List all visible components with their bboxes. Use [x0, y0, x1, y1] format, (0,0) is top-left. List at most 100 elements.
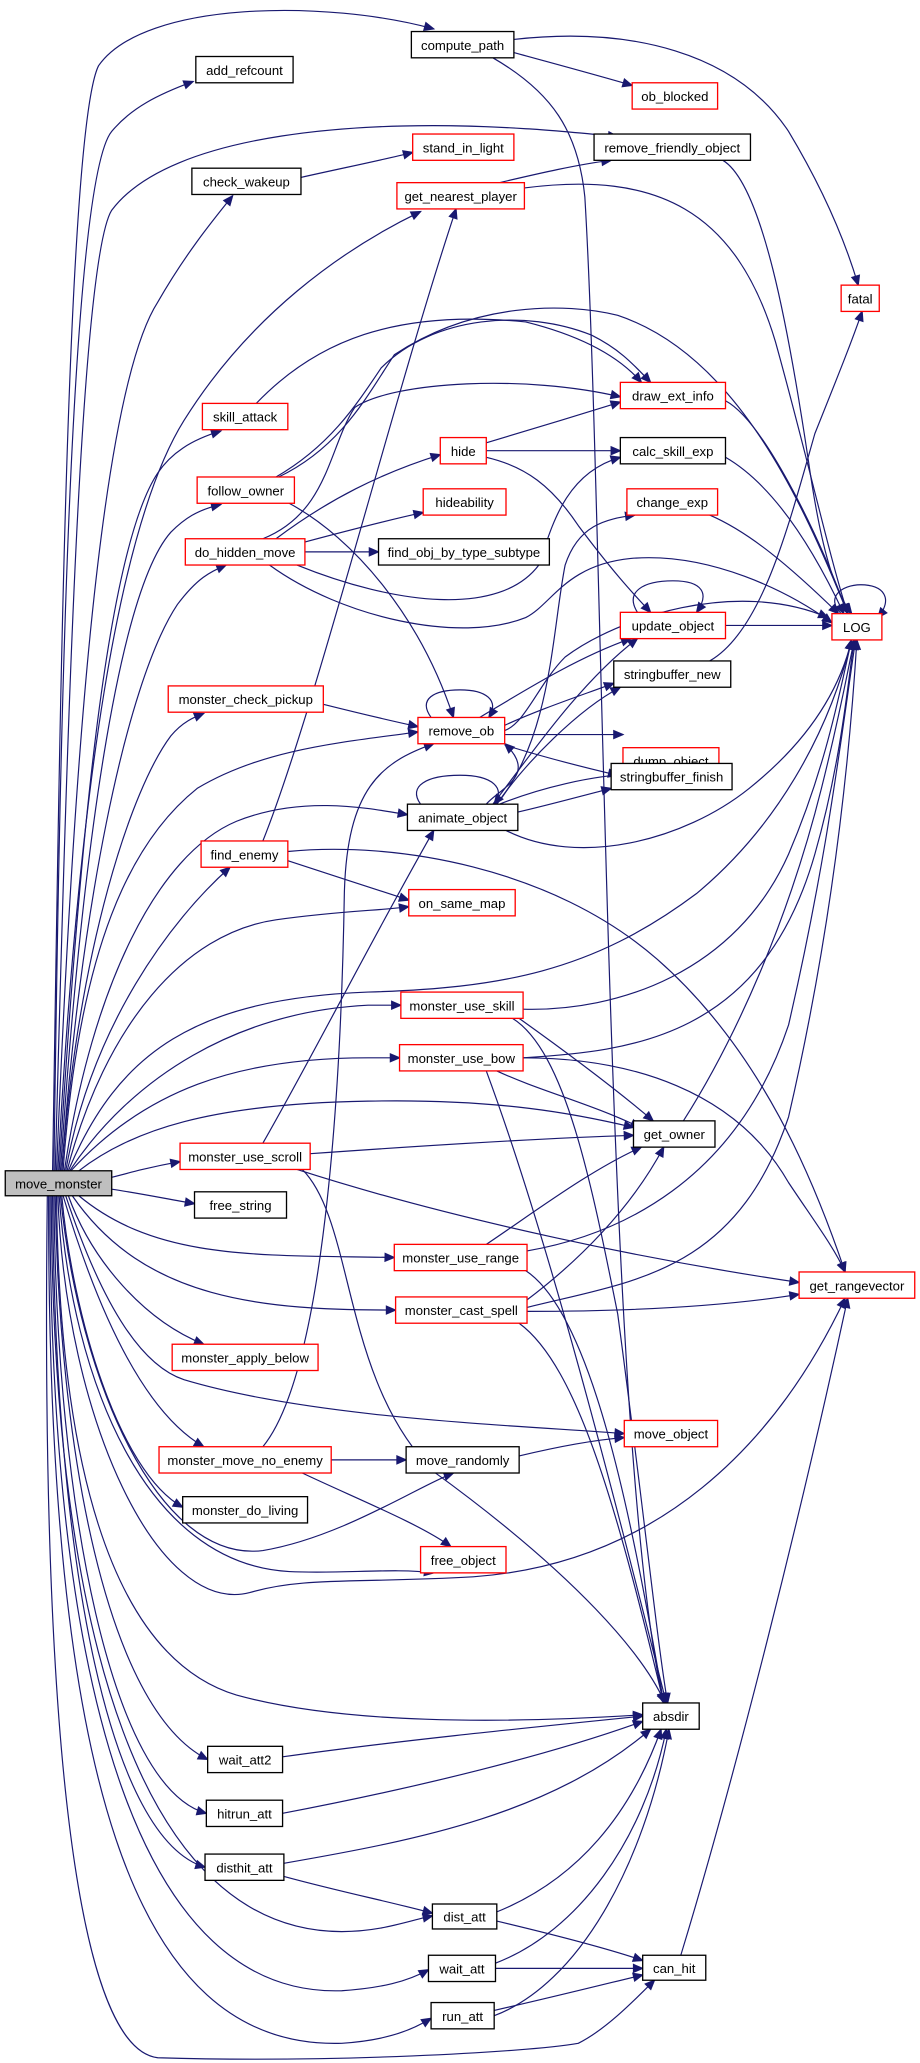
node-calc-skill-exp[interactable]: calc_skill_exp — [619, 436, 727, 465]
node-box[interactable] — [422, 488, 507, 516]
node-hideability[interactable]: hideability — [422, 488, 507, 516]
node-box[interactable] — [623, 1419, 719, 1448]
node-wait-att2[interactable]: wait_att2 — [207, 1745, 284, 1774]
node-monster-use-skill[interactable]: monster_use_skill — [400, 991, 524, 1020]
node-free-object[interactable]: free_object — [419, 1545, 507, 1574]
node-box[interactable] — [419, 1545, 507, 1574]
node-hide[interactable]: hide — [439, 436, 487, 465]
node-do-hidden-move[interactable]: do_hidden_move — [184, 538, 306, 566]
node-box[interactable] — [400, 991, 524, 1020]
node-box[interactable] — [798, 1271, 916, 1299]
node-box[interactable] — [398, 1043, 524, 1072]
node-box[interactable] — [831, 612, 883, 641]
node-disthit-att[interactable]: disthit_att — [204, 1853, 285, 1882]
node-fatal[interactable]: fatal — [840, 284, 880, 313]
node-monster-use-scroll[interactable]: monster_use_scroll — [179, 1142, 311, 1171]
node-draw-ext-info[interactable]: draw_ext_info — [619, 381, 727, 410]
node-follow-owner[interactable]: follow_owner — [196, 476, 296, 504]
node-animate-object[interactable]: animate_object — [406, 803, 519, 832]
node-box[interactable] — [4, 1170, 113, 1197]
node-box[interactable] — [393, 1243, 528, 1272]
node-on-same-map[interactable]: on_same_map — [408, 888, 516, 917]
node-box[interactable] — [632, 1120, 716, 1148]
node-hitrun-att[interactable]: hitrun_att — [205, 1799, 284, 1828]
node-box[interactable] — [619, 381, 727, 410]
node-box[interactable] — [182, 1496, 309, 1524]
node-add-refcount[interactable]: add_refcount — [195, 55, 294, 84]
edge-line — [479, 638, 632, 718]
node-get-rangevector[interactable]: get_rangevector — [798, 1271, 916, 1299]
node-check-wakeup[interactable]: check_wakeup — [191, 167, 302, 196]
node-box[interactable] — [184, 538, 306, 566]
node-stringbuffer-finish[interactable]: stringbuffer_finish — [610, 762, 733, 791]
node-box[interactable] — [642, 1954, 707, 1981]
node-move-monster[interactable]: move_monster — [4, 1170, 113, 1197]
node-absdir[interactable]: absdir — [642, 1702, 700, 1730]
node-box[interactable] — [191, 167, 302, 196]
node-box[interactable] — [631, 82, 719, 110]
node-get-owner[interactable]: get_owner — [632, 1120, 716, 1148]
node-find-obj-by-type-subtype[interactable]: find_obj_by_type_subtype — [377, 538, 551, 566]
node-monster-use-range[interactable]: monster_use_range — [393, 1243, 528, 1272]
node-box[interactable] — [593, 133, 752, 161]
node-box[interactable] — [377, 538, 551, 566]
node-monster-use-bow[interactable]: monster_use_bow — [398, 1043, 524, 1072]
node-monster-apply-below[interactable]: monster_apply_below — [171, 1343, 319, 1372]
node-stringbuffer-new[interactable]: stringbuffer_new — [613, 660, 732, 688]
node-box[interactable] — [610, 762, 733, 791]
edge-line — [58, 1195, 434, 1574]
node-remove-ob[interactable]: remove_ob — [417, 716, 506, 745]
node-box[interactable] — [193, 1191, 288, 1219]
node-box[interactable] — [412, 133, 515, 161]
node-box[interactable] — [167, 685, 324, 713]
node-move-randomly[interactable]: move_randomly — [405, 1446, 520, 1474]
node-ob-blocked[interactable]: ob_blocked — [631, 82, 719, 110]
node-compute-path[interactable]: compute_path — [410, 30, 515, 59]
node-change-exp[interactable]: change_exp — [626, 488, 719, 516]
node-box[interactable] — [200, 840, 289, 868]
node-get-nearest-player[interactable]: get_nearest_player — [396, 181, 526, 210]
node-find-enemy[interactable]: find_enemy — [200, 840, 289, 868]
node-box[interactable] — [613, 660, 732, 688]
node-dist-att[interactable]: dist_att — [431, 1903, 498, 1930]
node-box[interactable] — [427, 1954, 497, 1983]
node-box[interactable] — [179, 1142, 311, 1171]
node-box[interactable] — [195, 55, 294, 84]
node-skill-attack[interactable]: skill_attack — [201, 402, 289, 431]
node-box[interactable] — [430, 2001, 495, 2030]
node-box[interactable] — [205, 1799, 284, 1828]
node-stand-in-light[interactable]: stand_in_light — [412, 133, 515, 161]
node-monster-move-no-enemy[interactable]: monster_move_no_enemy — [158, 1446, 332, 1474]
node-box[interactable] — [405, 1446, 520, 1474]
node-box[interactable] — [207, 1745, 284, 1774]
node-box[interactable] — [196, 476, 296, 504]
node-run-att[interactable]: run_att — [430, 2001, 495, 2030]
node-box[interactable] — [204, 1853, 285, 1882]
node-box[interactable] — [626, 488, 719, 516]
node-box[interactable] — [619, 611, 727, 640]
node-box[interactable] — [431, 1903, 498, 1930]
node-wait-att[interactable]: wait_att — [427, 1954, 497, 1983]
node-monster-do-living[interactable]: monster_do_living — [182, 1496, 309, 1524]
node-box[interactable] — [396, 181, 526, 210]
node-box[interactable] — [417, 716, 506, 745]
node-box[interactable] — [171, 1343, 319, 1372]
node-monster-check-pickup[interactable]: monster_check_pickup — [167, 685, 324, 713]
node-box[interactable] — [201, 402, 289, 431]
node-log[interactable]: LOG — [831, 612, 883, 641]
node-update-object[interactable]: update_object — [619, 611, 727, 640]
node-box[interactable] — [158, 1446, 332, 1474]
node-box[interactable] — [408, 888, 516, 917]
node-box[interactable] — [642, 1702, 700, 1730]
node-box[interactable] — [394, 1296, 528, 1324]
node-box[interactable] — [410, 30, 515, 59]
node-free-string[interactable]: free_string — [193, 1191, 288, 1219]
node-move-object[interactable]: move_object — [623, 1419, 719, 1448]
node-box[interactable] — [840, 284, 880, 313]
node-can-hit[interactable]: can_hit — [642, 1954, 707, 1981]
node-remove-friendly-object[interactable]: remove_friendly_object — [593, 133, 752, 161]
node-monster-cast-spell[interactable]: monster_cast_spell — [394, 1296, 528, 1324]
node-box[interactable] — [406, 803, 519, 832]
node-box[interactable] — [439, 436, 487, 465]
node-box[interactable] — [619, 436, 727, 465]
